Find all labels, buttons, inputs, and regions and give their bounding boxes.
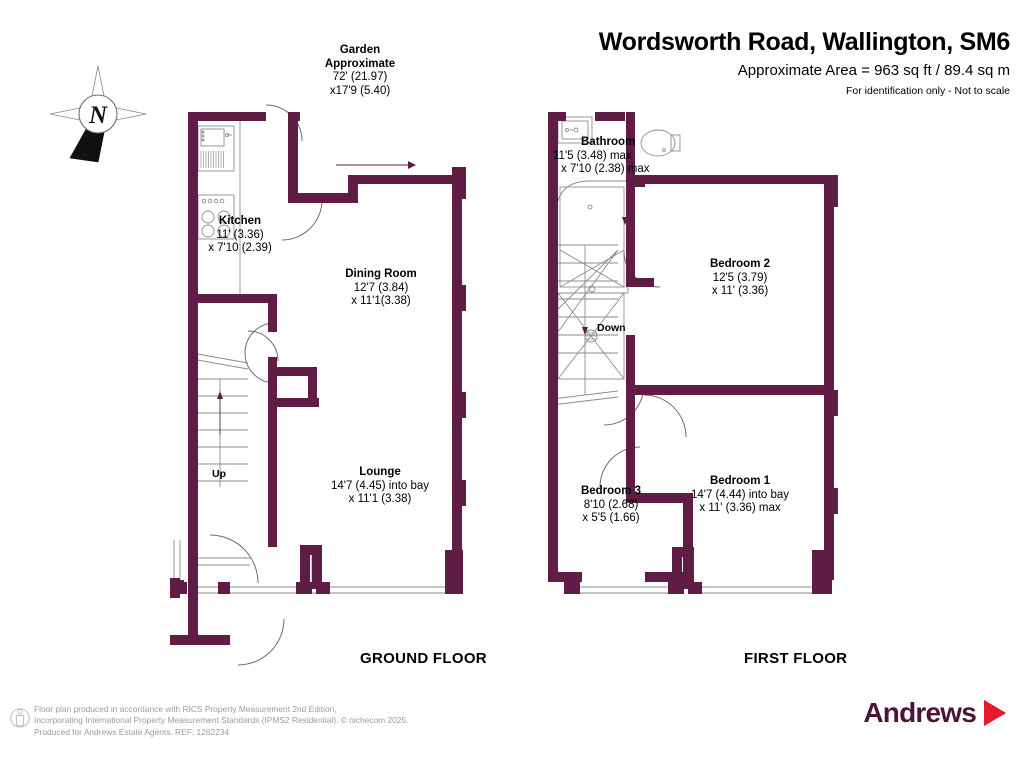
footer-line-2: Incorporating International Property Mea… [34, 715, 409, 726]
first-floor-plan [548, 112, 838, 594]
ground-floor-plan [170, 104, 466, 666]
footer-line-1: Floor plan produced in accordance with R… [34, 704, 337, 714]
room-label-bedroom-3: Bedroom 3 8'10 (2.68) x 5'5 (1.66) [580, 485, 642, 524]
room-label-kitchen: Kitchen 11' (3.36) x 7'10 (2.39) [208, 215, 272, 254]
garden-direction-arrow-icon [336, 161, 416, 169]
room-label-bedroom-2: Bedroom 2 12'5 (3.79) x 11' (3.36) [709, 258, 771, 297]
room-label-lounge: Lounge 14'7 (4.45) into bay x 11'1 (3.38… [330, 466, 430, 505]
person-info-icon [10, 708, 30, 728]
compass-north-icon: N [46, 62, 150, 166]
first-floor-caption: FIRST FLOOR [744, 650, 848, 667]
andrews-logo[interactable]: Andrews [863, 698, 1008, 728]
chevron-right-icon [984, 700, 1006, 726]
room-label-bathroom: Bathroom 11'5 (3.48) max x 7'10 (2.38) m… [553, 136, 650, 175]
stairs-up-label: Up [212, 468, 226, 480]
compass-label: N [88, 102, 108, 129]
footer-disclaimer: Floor plan produced in accordance with R… [34, 704, 408, 738]
identification-note: For identification only - Not to scale [846, 85, 1010, 97]
footer-line-3: Produced for Andrews Estate Agents. REF:… [34, 726, 230, 737]
approximate-area-text: Approximate Area = 963 sq ft / 89.4 sq m [737, 62, 1010, 79]
garden-label: Garden Approximate 72' (21.97) x17'9 (5.… [324, 44, 396, 97]
andrews-logo-text: Andrews [863, 697, 976, 728]
room-label-bedroom-1: Bedroom 1 14'7 (4.44) into bay x 11' (3.… [690, 475, 790, 514]
stairs-down-label: Down [597, 322, 626, 334]
ground-floor-caption: GROUND FLOOR [360, 650, 487, 667]
page-title: Wordsworth Road, Wallington, SM6 [598, 28, 1011, 56]
room-label-dining-room: Dining Room 12'7 (3.84) x 11'1(3.38) [345, 268, 417, 307]
